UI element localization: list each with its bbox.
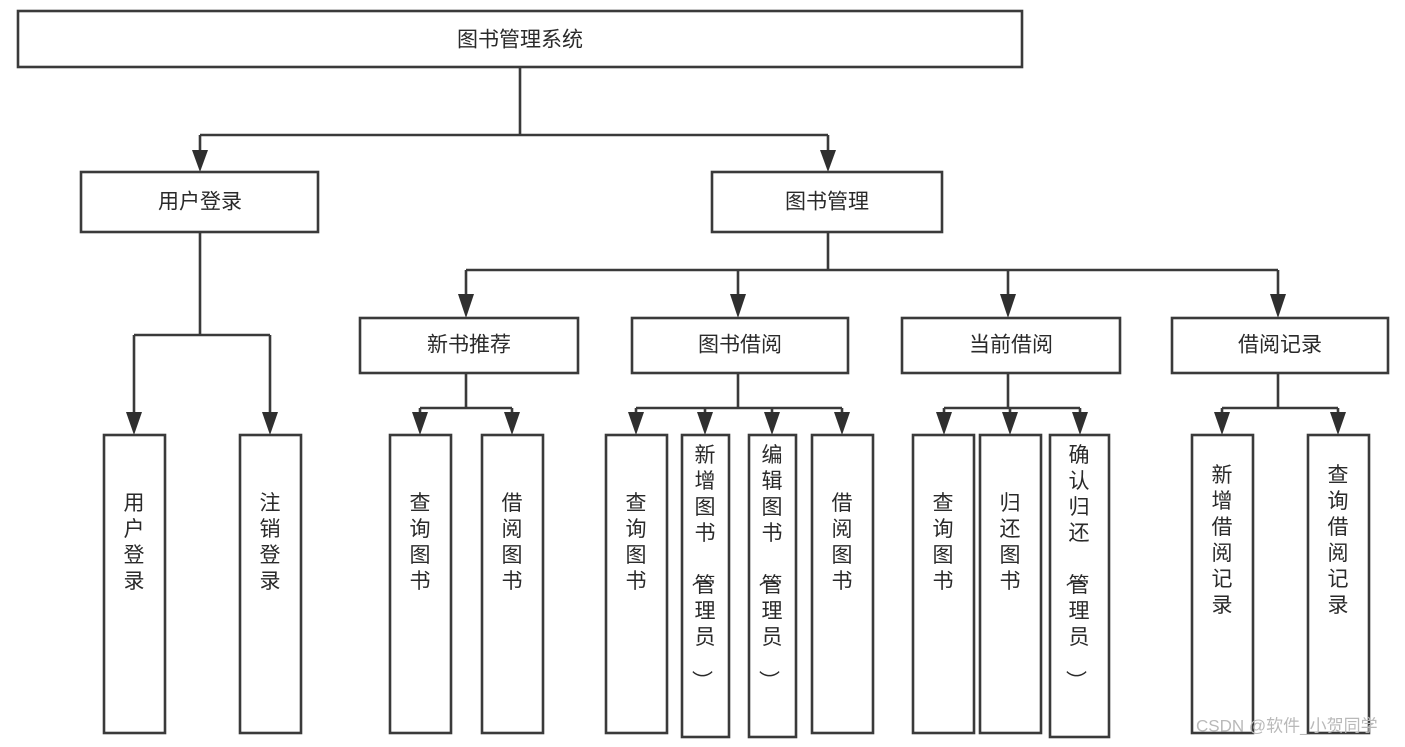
arrow-head-cb-leaf-3 bbox=[1072, 412, 1088, 435]
arrow-head-book-borrow bbox=[730, 294, 746, 318]
leaf-borrow-record-query-box[interactable] bbox=[1306, 433, 1371, 735]
leaf-new-book-borrow[interactable]: 借阅图书 bbox=[480, 433, 545, 735]
leaf-current-borrow-return-label: 归还图书 bbox=[1000, 492, 1021, 593]
node-borrow-record[interactable]: 借阅记录 bbox=[1170, 316, 1390, 375]
node-root-box[interactable] bbox=[16, 9, 1024, 69]
node-current-borrow[interactable]: 当前借阅 bbox=[900, 316, 1122, 375]
leaf-current-borrow-query[interactable]: 查询图书 bbox=[911, 433, 976, 735]
arrow-head-br-leaf-2 bbox=[1330, 412, 1346, 435]
leaf-book-borrow-add[interactable]: 新增图书（管理员） bbox=[680, 433, 731, 739]
node-book-borrow[interactable]: 图书借阅 bbox=[630, 316, 850, 375]
leaf-book-borrow-lend-box[interactable] bbox=[810, 433, 875, 735]
leaf-borrow-record-add-box[interactable] bbox=[1190, 433, 1255, 735]
leaf-borrow-record-query-label: 查询借阅记录 bbox=[1328, 464, 1349, 617]
leaf-book-borrow-lend-label: 借阅图书 bbox=[832, 492, 853, 593]
arrow-head-br-leaf-1 bbox=[1214, 412, 1230, 435]
leaf-new-book-borrow-label: 借阅图书 bbox=[502, 492, 523, 593]
leaf-book-borrow-add-box[interactable] bbox=[680, 433, 731, 739]
node-new-book-recommend-label: 新书推荐 bbox=[427, 334, 511, 357]
leaf-current-borrow-query-box[interactable] bbox=[911, 433, 976, 735]
node-current-borrow-box[interactable] bbox=[900, 316, 1122, 375]
leaf-user-login-logout-box[interactable] bbox=[238, 433, 303, 735]
node-user-login[interactable]: 用户登录 bbox=[79, 170, 320, 234]
arrow-head-current-borrow bbox=[1000, 294, 1016, 318]
leaf-borrow-record-query[interactable]: 查询借阅记录 bbox=[1306, 433, 1371, 735]
node-new-book-recommend[interactable]: 新书推荐 bbox=[358, 316, 580, 375]
leaf-book-borrow-query[interactable]: 查询图书 bbox=[604, 433, 669, 735]
node-book-borrow-box[interactable] bbox=[630, 316, 850, 375]
leaf-user-login-logout-label: 注销登录 bbox=[260, 492, 281, 593]
arrow-head-leaf-user-login bbox=[126, 412, 142, 435]
arrow-head-leaf-logout bbox=[262, 412, 278, 435]
leaf-new-book-query-box[interactable] bbox=[388, 433, 453, 735]
leaf-current-borrow-return[interactable]: 归还图书 bbox=[978, 433, 1043, 735]
leaf-book-borrow-query-label: 查询图书 bbox=[626, 492, 647, 593]
arrow-head-user-login bbox=[192, 150, 208, 172]
leaf-current-borrow-confirm-box[interactable] bbox=[1048, 433, 1111, 739]
leaf-user-login-signin-box[interactable] bbox=[102, 433, 167, 735]
node-root[interactable]: 图书管理系统 bbox=[16, 9, 1024, 69]
arrow-head-cb-leaf-1 bbox=[936, 412, 952, 435]
watermark-label: CSDN @软件_小贺同学 bbox=[1196, 716, 1378, 735]
node-book-borrow-label: 图书借阅 bbox=[698, 334, 782, 357]
leaf-book-borrow-query-box[interactable] bbox=[604, 433, 669, 735]
node-new-book-recommend-box[interactable] bbox=[358, 316, 580, 375]
node-root-label: 图书管理系统 bbox=[457, 29, 583, 52]
arrow-head-borrow-record bbox=[1270, 294, 1286, 318]
arrow-head-nb-leaf-1 bbox=[412, 412, 428, 435]
connector-layer bbox=[126, 67, 1346, 435]
arrow-head-nb-leaf-2 bbox=[504, 412, 520, 435]
node-current-borrow-label: 当前借阅 bbox=[969, 334, 1053, 357]
leaf-new-book-borrow-box[interactable] bbox=[480, 433, 545, 735]
leaf-new-book-query-label: 查询图书 bbox=[410, 492, 431, 593]
node-borrow-record-box[interactable] bbox=[1170, 316, 1390, 375]
leaf-book-borrow-edit-label: 编辑图书（管理员） bbox=[757, 444, 783, 691]
arrow-head-bb-leaf-2 bbox=[697, 412, 713, 435]
arrow-head-book-mgmt bbox=[820, 150, 836, 172]
leaf-borrow-record-add-label: 新增借阅记录 bbox=[1212, 464, 1233, 617]
arrow-head-new-book bbox=[458, 294, 474, 318]
node-book-management-box[interactable] bbox=[710, 170, 944, 234]
leaf-current-borrow-confirm[interactable]: 确认归还（管理员） bbox=[1048, 433, 1111, 739]
leaf-user-login-signin[interactable]: 用户登录 bbox=[102, 433, 167, 735]
leaf-book-borrow-add-label: 新增图书（管理员） bbox=[690, 444, 716, 691]
arrow-head-bb-leaf-1 bbox=[628, 412, 644, 435]
node-borrow-record-label: 借阅记录 bbox=[1238, 334, 1322, 357]
leaf-current-borrow-query-label: 查询图书 bbox=[933, 492, 954, 593]
leaf-borrow-record-add[interactable]: 新增借阅记录 bbox=[1190, 433, 1255, 735]
leaf-new-book-query[interactable]: 查询图书 bbox=[388, 433, 453, 735]
arrow-head-bb-leaf-3 bbox=[764, 412, 780, 435]
leaf-book-borrow-edit[interactable]: 编辑图书（管理员） bbox=[747, 433, 798, 739]
leaf-book-borrow-edit-box[interactable] bbox=[747, 433, 798, 739]
node-book-management-label: 图书管理 bbox=[785, 191, 869, 214]
leaf-current-borrow-confirm-label: 确认归还（管理员） bbox=[1064, 444, 1090, 691]
leaf-user-login-signin-label: 用户登录 bbox=[124, 492, 145, 593]
node-user-login-label: 用户登录 bbox=[158, 191, 242, 214]
leaf-book-borrow-lend[interactable]: 借阅图书 bbox=[810, 433, 875, 735]
node-user-login-box[interactable] bbox=[79, 170, 320, 234]
node-book-management[interactable]: 图书管理 bbox=[710, 170, 944, 234]
leaf-current-borrow-return-box[interactable] bbox=[978, 433, 1043, 735]
arrow-head-bb-leaf-4 bbox=[834, 412, 850, 435]
leaf-user-login-logout[interactable]: 注销登录 bbox=[238, 433, 303, 735]
arrow-head-cb-leaf-2 bbox=[1002, 412, 1018, 435]
